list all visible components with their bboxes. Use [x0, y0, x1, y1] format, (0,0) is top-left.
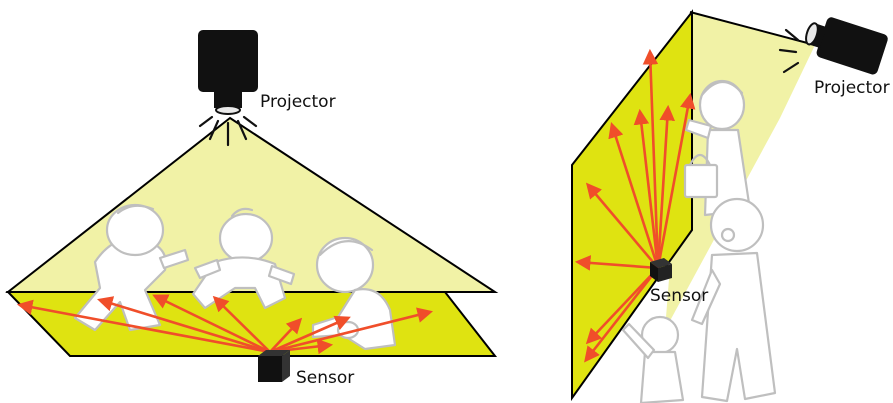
sensor-field-arrows: [16, 294, 434, 355]
sensor-icon: [258, 350, 290, 382]
child-figure-reaching: [621, 315, 685, 403]
sensor-label-left: Sensor: [296, 368, 354, 388]
wall-projector-light-rays-icon: [778, 28, 800, 74]
adult-figure-glasses: [690, 197, 777, 403]
projector-icon: [198, 30, 258, 147]
floor-projection-scene: Projector Sensor: [5, 30, 499, 388]
projector-light-rays-icon: [198, 115, 258, 147]
wall-sensor-field-arrows: [574, 48, 696, 363]
projector-label-right: Projector: [814, 78, 890, 98]
child-figure-crawling-center: [191, 207, 296, 310]
sensor-label-right: Sensor: [650, 286, 708, 306]
wall-projector-icon: [778, 17, 888, 75]
girl-figure-with-bag: [683, 79, 752, 217]
wall-sensor-icon: [650, 258, 672, 282]
projector-label-left: Projector: [260, 92, 336, 112]
wall-projection-scene: Sensor Projector: [571, 9, 890, 403]
